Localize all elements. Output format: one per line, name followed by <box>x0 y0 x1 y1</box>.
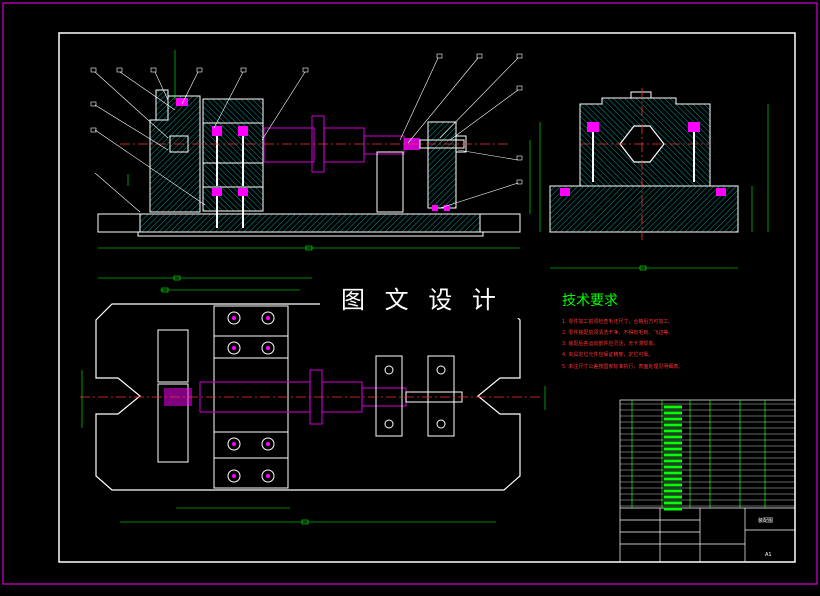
parts-list-cell-mark <box>664 495 682 499</box>
parts-list-cell-mark <box>664 435 682 439</box>
parts-list-cell-mark <box>664 483 682 487</box>
parts-list-cell-mark <box>664 501 682 505</box>
tech-requirements-title: 技术要求 <box>562 293 618 309</box>
top-view <box>80 275 546 525</box>
parts-list-cell-mark <box>664 411 682 415</box>
parts-list-cell-mark <box>664 423 682 427</box>
parts-list-cell-mark <box>664 405 682 409</box>
watermark-text: 图 文 设 计 <box>341 286 502 314</box>
watermark-backdrop <box>320 278 520 318</box>
parts-list-cell-mark <box>664 417 682 421</box>
side-view <box>549 88 769 271</box>
parts-list-cell-mark <box>664 429 682 433</box>
tech-requirement-5: 5. 未注尺寸公差按国家标准执行，表面处理见明细表。 <box>562 363 683 370</box>
tech-requirement-2: 2. 零件装配前须清洗干净，不得有毛刺、飞边等。 <box>562 329 673 336</box>
front-view <box>90 50 541 251</box>
parts-list-cell-mark <box>664 465 682 469</box>
drawing-border <box>58 32 796 563</box>
parts-list-cell-mark <box>664 477 682 481</box>
parts-list-cell-mark <box>664 453 682 457</box>
parts-list-rows <box>620 403 795 511</box>
tech-requirement-3: 3. 装配后各运动部件应灵活，无卡滞现象。 <box>562 340 658 347</box>
parts-list-cell-mark <box>664 489 682 493</box>
parts-list-cell-mark <box>664 447 682 451</box>
parts-list-cell-mark <box>664 441 682 445</box>
title-block-sheet-size: A1 <box>765 552 772 558</box>
sheet-outer-frame <box>2 2 818 585</box>
parts-list-cell-mark <box>664 471 682 475</box>
tech-requirement-4: 4. 夹具定位元件应保证精度，定位可靠。 <box>562 351 653 358</box>
parts-list-cell-mark <box>664 507 682 511</box>
title-block-drawing-name: 装配图 <box>758 517 773 524</box>
tech-requirement-1: 1. 零件加工前须检查毛坯尺寸，合格后方可加工。 <box>562 318 673 325</box>
parts-list-cell-mark <box>664 459 682 463</box>
parts-list <box>619 399 796 563</box>
